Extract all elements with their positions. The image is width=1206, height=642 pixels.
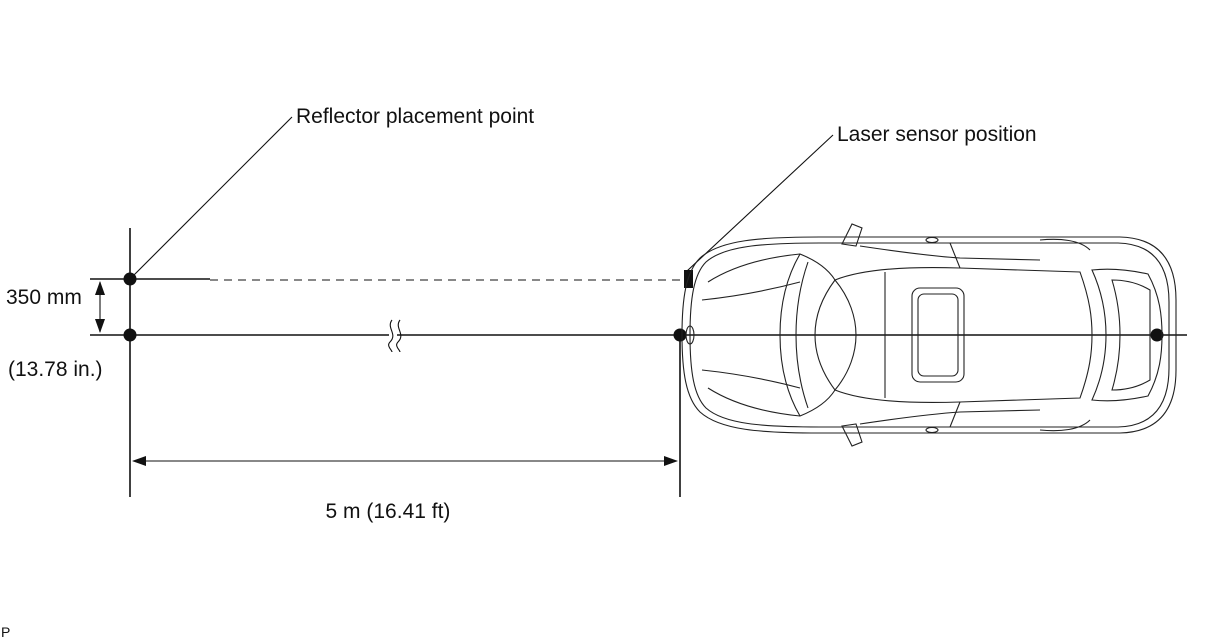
line-break-symbol: [388, 319, 402, 353]
laser-sensor-leader-line: [686, 134, 834, 272]
right-mirror: [841, 423, 863, 447]
vehicle-top-view: [681, 223, 1177, 447]
height-in-label: (13.78 in.): [8, 358, 103, 381]
vehicle-front-center-point: [673, 328, 687, 342]
reflector-placement-point-label: Reflector placement point: [296, 105, 534, 128]
height-mm-label: 350 mm: [6, 286, 82, 309]
sunroof: [911, 287, 965, 383]
reflector-center-point: [123, 328, 137, 342]
left-mirror: [841, 223, 863, 247]
page-marker-label: P: [1, 624, 10, 640]
vehicle-rear-center-point: [1150, 328, 1164, 342]
reflector-leader-line: [129, 116, 293, 280]
laser-sensor-position-label: Laser sensor position: [837, 123, 1037, 146]
distance-label: 5 m (16.41 ft): [326, 500, 451, 523]
